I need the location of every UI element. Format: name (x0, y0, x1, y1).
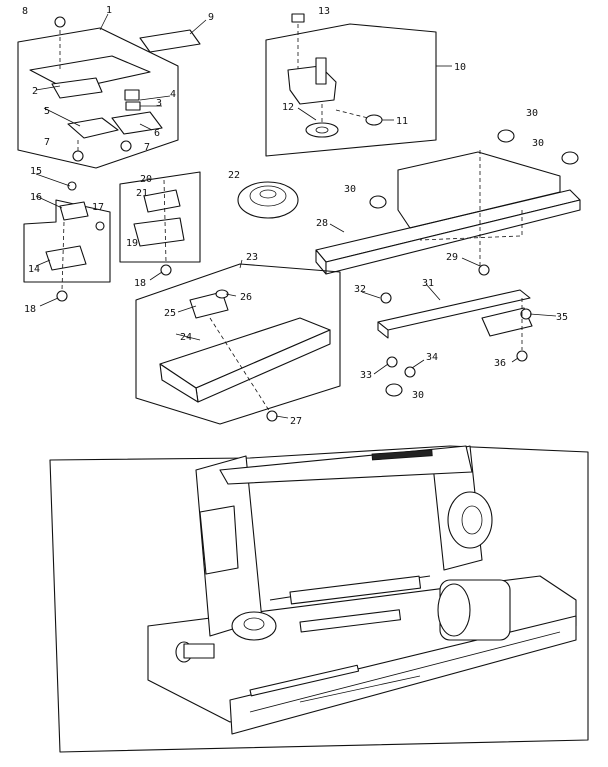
part-13 (291, 13, 305, 23)
callout-15: 15 (30, 166, 42, 177)
callout-16: 16 (30, 192, 42, 203)
bobbin-case-22 (237, 181, 299, 219)
callout-12: 12 (282, 102, 294, 113)
washer-32 (380, 292, 392, 304)
callout-10: 10 (454, 62, 466, 73)
callout-29: 29 (446, 252, 458, 263)
part-14 (45, 245, 87, 271)
callout-17: 17 (92, 202, 104, 213)
callout-34: 34 (426, 352, 438, 363)
gear-12 (305, 122, 339, 138)
foot-30a (497, 129, 515, 143)
callout-35: 35 (556, 312, 568, 323)
callout-9: 9 (208, 12, 214, 23)
foot-30b (561, 151, 579, 165)
bracket-31-group (377, 289, 533, 397)
leader-lines (35, 13, 557, 419)
part-21 (143, 189, 181, 213)
screw-27 (266, 410, 278, 422)
callout-14: 14 (28, 264, 40, 275)
screw-17 (95, 221, 105, 231)
hook-bracket (287, 65, 337, 105)
callout-5: 5 (44, 106, 50, 117)
callout-36: 36 (494, 358, 506, 369)
callout-7b: 7 (144, 142, 150, 153)
screw-36 (516, 350, 528, 362)
slide-plate (51, 77, 103, 99)
screw-8 (54, 16, 66, 28)
screw-33 (386, 356, 398, 368)
callout-18b: 18 (134, 278, 146, 289)
callout-6: 6 (154, 128, 160, 139)
shaft (315, 57, 327, 85)
callout-21: 21 (136, 188, 148, 199)
callout-30d: 30 (412, 390, 424, 401)
screw-18a (56, 290, 68, 302)
callout-23: 23 (246, 252, 258, 263)
callout-22: 22 (228, 170, 240, 181)
screw-7b (120, 140, 132, 152)
callout-30b: 30 (532, 138, 544, 149)
part-11 (365, 114, 383, 126)
callout-33: 33 (360, 370, 372, 381)
screw-15 (67, 181, 77, 191)
callout-2: 2 (32, 86, 38, 97)
part-16 (59, 201, 89, 221)
callout-25: 25 (164, 308, 176, 319)
callout-8: 8 (22, 6, 28, 17)
callout-26: 26 (240, 292, 252, 303)
foot-30c (369, 195, 387, 209)
part-4 (125, 101, 141, 111)
part-3 (124, 89, 140, 101)
bracket-plate (481, 307, 533, 337)
screw-18b (160, 264, 172, 276)
callout-30c: 30 (344, 184, 356, 195)
part-5 (67, 117, 119, 139)
feed-group-left (23, 181, 111, 302)
base-bracket-group (315, 129, 581, 276)
callout-3: 3 (156, 98, 162, 109)
callout-30a: 30 (526, 108, 538, 119)
screw-7a (72, 150, 84, 162)
callout-20: 20 (140, 174, 152, 185)
callout-1: 1 (106, 5, 112, 16)
callout-13: 13 (318, 6, 330, 17)
part-19 (133, 217, 185, 247)
foot-30d (385, 383, 403, 397)
machine-body-view (49, 445, 589, 753)
screw-29 (478, 264, 490, 276)
shuttle-group (135, 263, 341, 425)
callout-labels: 1 2 3 4 5 6 7 7 8 9 10 11 12 13 14 15 16… (22, 5, 568, 427)
callout-4: 4 (170, 89, 176, 100)
callout-28: 28 (316, 218, 328, 229)
feed-group-mid (119, 171, 201, 276)
callout-11: 11 (396, 116, 408, 127)
callout-24: 24 (180, 332, 192, 343)
callout-7a: 7 (44, 137, 50, 148)
callout-32: 32 (354, 284, 366, 295)
callout-18a: 18 (24, 304, 36, 315)
callout-27: 27 (290, 416, 302, 427)
screw-34 (404, 366, 416, 378)
hook-assembly-group (265, 13, 437, 157)
bobbin-cover (139, 29, 201, 53)
part-25 (189, 291, 229, 319)
rotary-hook (231, 611, 277, 641)
callout-31: 31 (422, 278, 434, 289)
screw-35 (520, 308, 532, 320)
callout-19: 19 (126, 238, 138, 249)
